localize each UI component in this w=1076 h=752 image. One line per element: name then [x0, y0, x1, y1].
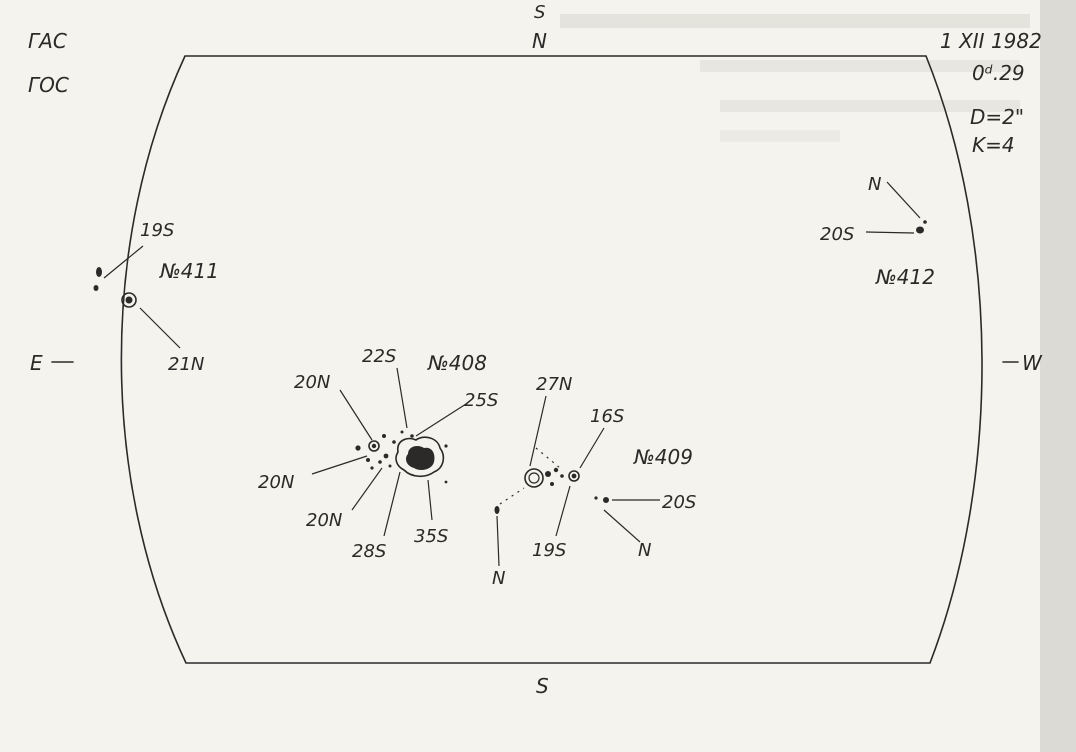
- spot-label: 19S: [532, 540, 566, 561]
- spot-label: 20S: [662, 492, 696, 513]
- sunspot: [388, 464, 392, 468]
- sunspot: [382, 434, 386, 438]
- k-param-label: K=4: [972, 133, 1015, 157]
- sunspot: [923, 220, 927, 224]
- spot-label: N: [492, 568, 505, 589]
- group-408-number: №408: [427, 351, 487, 375]
- leader-line: [383, 471, 401, 537]
- spot-label: 20S: [820, 224, 854, 245]
- leader-line: [579, 427, 605, 469]
- spot-label: 20N: [294, 372, 330, 393]
- spot-label: 35S: [414, 526, 448, 547]
- sunspot: [568, 470, 580, 482]
- leader-line: [529, 395, 547, 467]
- sunspot: [410, 434, 414, 438]
- spot-label: 25S: [464, 390, 498, 411]
- group-411-number: №411: [159, 259, 219, 283]
- sunspot-umbra: [406, 446, 435, 470]
- sunspot: [444, 444, 448, 448]
- sunspot: [524, 468, 544, 488]
- gas-label: ГАС: [28, 29, 67, 53]
- disk-outline: [120, 55, 983, 664]
- group-409-number: №409: [633, 445, 693, 469]
- spot-label: 22S: [362, 346, 396, 367]
- sunspot: [370, 466, 374, 470]
- sunspot-penumbra: [395, 436, 445, 478]
- leader-line: [339, 389, 373, 441]
- sunspot: [96, 267, 102, 277]
- group-409: №409 27N 16S 19S 20S N N: [492, 374, 696, 589]
- spot-label: 16S: [590, 406, 624, 427]
- sunspot: [378, 460, 382, 464]
- bleed-through-text: [560, 14, 1030, 142]
- sunspot: [545, 471, 551, 477]
- leader-line: [555, 485, 571, 537]
- d-param-label: D=2": [970, 105, 1024, 129]
- sunspot: [571, 473, 577, 479]
- sunspot: [553, 467, 559, 473]
- leader-line: [415, 403, 467, 437]
- sunspot: [383, 453, 389, 459]
- leader-line: [311, 455, 368, 475]
- sunspot: [355, 445, 361, 451]
- sunspot: [366, 458, 370, 462]
- sunspot: [121, 292, 137, 308]
- sunspot: [494, 506, 500, 514]
- group-408: №408 22S 20N 25S 20N 20N 28S 35S: [258, 346, 498, 562]
- sunspot: [560, 474, 564, 478]
- leader-line: [396, 367, 408, 429]
- leader-line: [865, 231, 915, 234]
- spot-label: 20N: [258, 472, 294, 493]
- dotted-trail: [499, 447, 561, 505]
- west-label: W: [1022, 351, 1043, 375]
- sunspot: [125, 296, 133, 304]
- spot-label: 27N: [536, 374, 572, 395]
- leader-line: [103, 245, 144, 279]
- spot-label: N: [638, 540, 651, 561]
- leader-line: [496, 515, 500, 567]
- north-top-glyph: S: [534, 2, 545, 23]
- spot-label: N: [868, 174, 881, 195]
- sunspot: [603, 497, 609, 503]
- sunspot: [916, 226, 924, 234]
- spot-label: 21N: [168, 354, 204, 375]
- spot-label: 20N: [306, 510, 342, 531]
- sunspot: [594, 496, 598, 500]
- east-label: E: [30, 351, 43, 375]
- sunspot: [444, 480, 448, 484]
- sunspot: [392, 440, 396, 444]
- leader-line: [603, 509, 641, 543]
- gos-label: ГОС: [28, 73, 69, 97]
- leader-line: [139, 307, 181, 349]
- date-label: 1 XII 1982: [940, 29, 1042, 53]
- south-label: S: [536, 674, 549, 698]
- group-412-number: №412: [875, 265, 935, 289]
- sunspot: [93, 285, 99, 291]
- time-label: 0ᵈ.29: [972, 61, 1025, 85]
- group-411: №411 19S 21N: [93, 220, 219, 375]
- spot-label: 19S: [140, 220, 174, 241]
- leader-line: [886, 181, 921, 219]
- leader-line: [351, 467, 383, 511]
- sunspot: [368, 440, 380, 452]
- page-shadow: [1040, 0, 1076, 752]
- sunspot: [528, 472, 540, 484]
- north-label: N: [532, 29, 547, 53]
- sunspot: [371, 443, 377, 449]
- spot-label: 28S: [352, 541, 386, 562]
- group-412: №412 N 20S: [820, 174, 935, 289]
- sunspot: [400, 430, 404, 434]
- leader-line: [427, 479, 433, 521]
- sunspot: [550, 482, 554, 486]
